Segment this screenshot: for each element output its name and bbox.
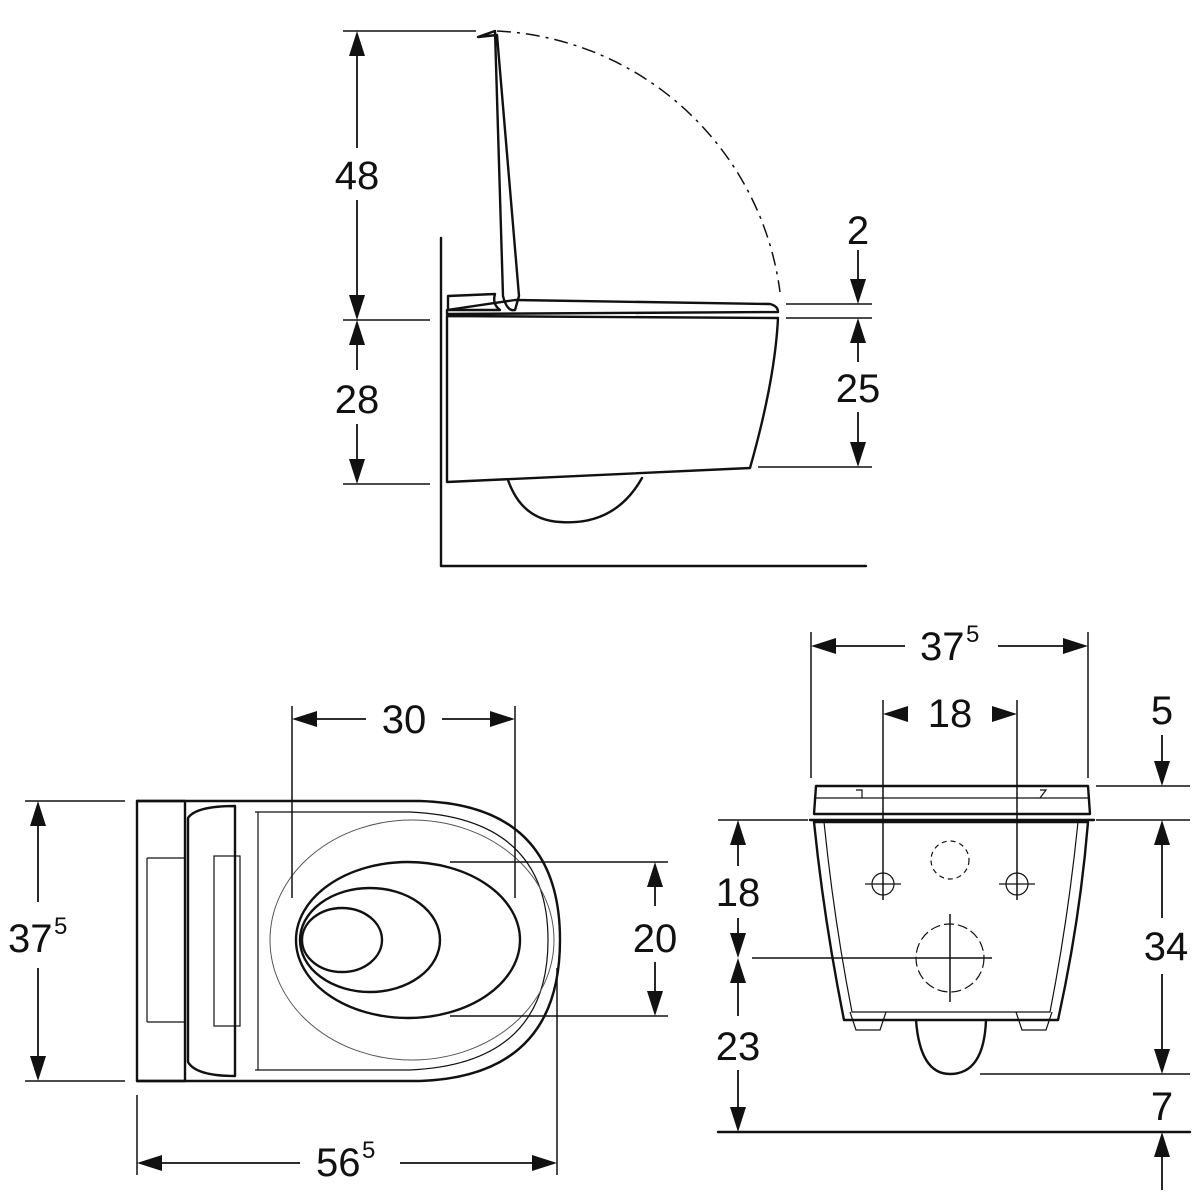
arrow-down (349, 295, 365, 320)
dim-lid-height: 48 (335, 154, 380, 198)
arrow-left (292, 711, 317, 727)
bowl-body (445, 314, 780, 484)
dim-opening-depth: 20 (633, 917, 678, 961)
seat-outer (269, 819, 555, 1061)
seat-notch (856, 789, 863, 798)
arrow-up (1154, 1132, 1170, 1157)
bowl-outline (135, 799, 562, 1083)
arrow-up (349, 320, 365, 345)
arrow-down (1154, 761, 1170, 786)
bowl-drain (300, 906, 384, 974)
front-view: 37 5 18 5 18 23 34 7 (716, 621, 1192, 1190)
foot-right (1015, 1011, 1053, 1031)
arrow-left (137, 1155, 162, 1171)
hinge-cover (186, 804, 237, 1078)
arrow-right (532, 1155, 557, 1171)
arrow-down (647, 991, 663, 1016)
arrow-up (30, 801, 46, 826)
bowl-inner-contour (823, 821, 1079, 1013)
arrow-down (850, 279, 866, 304)
arrow-down (730, 1107, 746, 1132)
dim-seat-thickness: 5 (1151, 689, 1173, 733)
front-trap (914, 1018, 988, 1076)
arrow-up (349, 31, 365, 56)
front-bowl-body (812, 820, 1090, 1022)
dim-length-sup: 5 (362, 1137, 375, 1164)
arrow-down (30, 1056, 46, 1081)
hinge-slot (213, 855, 241, 1027)
arrow-down (349, 459, 365, 484)
lid-swing-arc (496, 30, 781, 293)
dim-length: 56 (316, 1141, 361, 1185)
dim-floor-gap: 7 (1151, 1085, 1173, 1129)
arrow-up (647, 862, 663, 887)
seat-inner (294, 860, 522, 1020)
seat (445, 298, 780, 316)
dim-front-width-sup: 5 (966, 621, 979, 648)
dim-width: 37 (8, 917, 53, 961)
dim-seat-gap: 2 (847, 209, 869, 253)
dim-opening-width: 30 (382, 698, 427, 742)
seat-notch (1039, 789, 1048, 799)
dim-outlet-height: 23 (716, 1025, 761, 1069)
bowl-rim (255, 811, 549, 1071)
arrow-down (1154, 1049, 1170, 1074)
dim-bolt-spacing: 18 (928, 692, 973, 736)
bowl-trap (506, 476, 644, 524)
open-lid (476, 29, 521, 312)
arrow-up (1154, 820, 1170, 845)
arrow-up (730, 958, 746, 983)
arrow-right (490, 711, 515, 727)
arrow-left (811, 638, 836, 654)
arrow-up (730, 820, 746, 845)
dim-front-height: 25 (836, 367, 881, 411)
front-seat (812, 784, 1092, 816)
arrow-left (883, 706, 908, 722)
dim-width-sup: 5 (54, 913, 67, 940)
arrow-down (730, 933, 746, 958)
dim-bolt-height: 18 (716, 871, 761, 915)
top-view: 37 5 56 5 30 20 (8, 698, 677, 1185)
dim-bowl-height: 28 (335, 378, 380, 422)
dim-front-width: 37 (920, 625, 965, 669)
water-inlet (930, 840, 970, 880)
arrow-right (1063, 638, 1088, 654)
side-view: 48 28 2 25 (335, 29, 881, 568)
arrow-right (992, 706, 1017, 722)
arrow-down (850, 442, 866, 467)
foot-left (849, 1011, 887, 1031)
mounting-plate (135, 799, 187, 1083)
arrow-up (850, 318, 866, 343)
bowl-opening (298, 886, 442, 994)
dim-body-height: 34 (1144, 925, 1189, 969)
